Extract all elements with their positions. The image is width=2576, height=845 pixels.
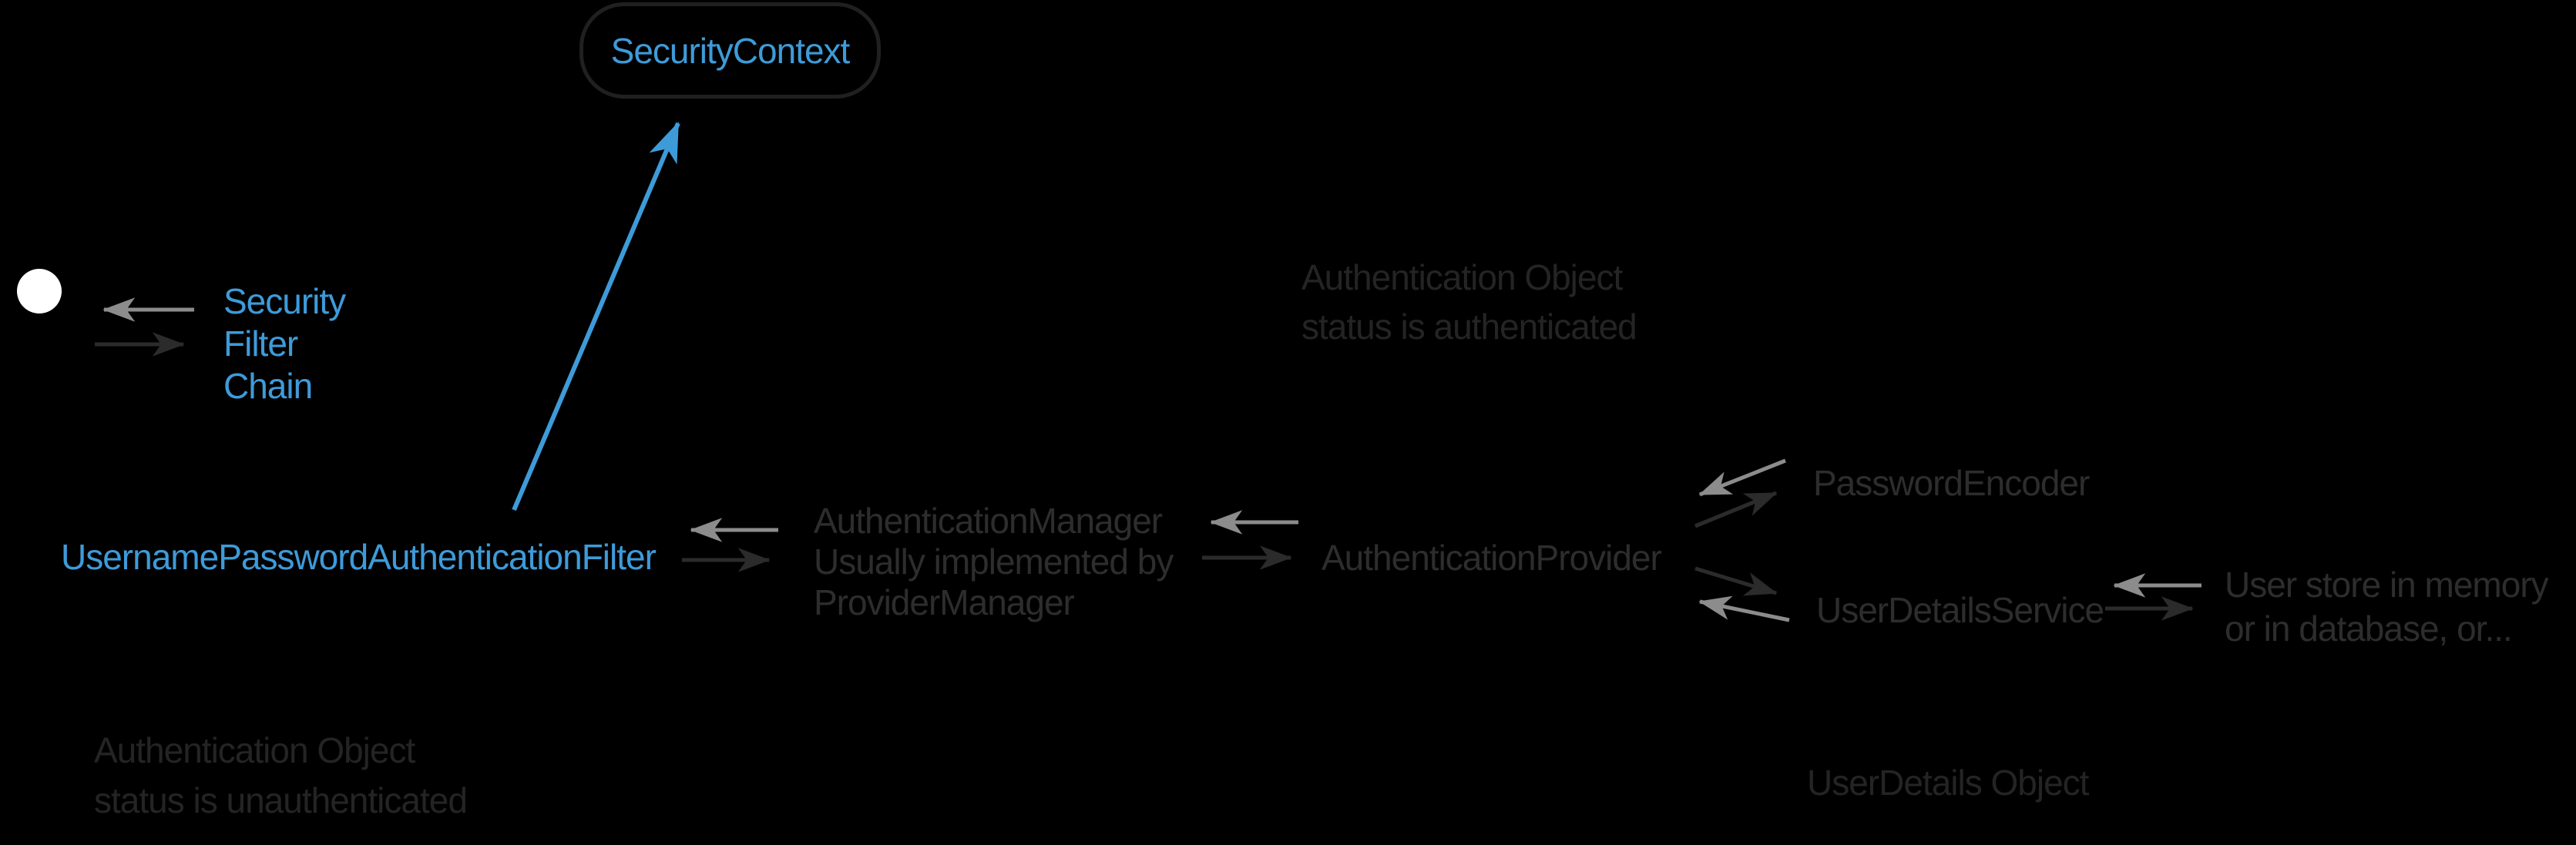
security-filter-chain-line2: Filter: [223, 324, 298, 364]
auth-object-unauthenticated-line2: status is unauthenticated: [94, 780, 468, 820]
authentication-manager-label: AuthenticationManager Usually implemente…: [814, 501, 1174, 623]
authentication-manager-line3: ProviderManager: [814, 582, 1075, 622]
security-filter-chain-line1: Security: [223, 281, 346, 321]
username-password-authentication-filter-label: UsernamePasswordAuthenticationFilter: [61, 537, 657, 577]
auth-object-authenticated-label: Authentication Object status is authenti…: [1301, 253, 1637, 351]
user-details-object-label: UserDetails Object: [1807, 763, 2089, 803]
security-context-label: SecurityContext: [610, 30, 851, 71]
arrow-provider-to-userdetailsservice: [1694, 566, 1778, 596]
password-encoder-label: PasswordEncoder: [1813, 463, 2090, 503]
auth-object-unauthenticated-line1: Authentication Object: [94, 730, 415, 770]
arrow-userdetailsservice-to-provider: [1698, 595, 1790, 622]
arrow-passwordencoder-to-provider: [1698, 458, 1786, 497]
user-details-service-label: UserDetailsService: [1816, 590, 2104, 630]
authentication-manager-line1: AuthenticationManager: [814, 501, 1163, 541]
user-actor-icon: [17, 269, 62, 314]
security-filter-chain-label: Security Filter Chain: [223, 280, 346, 407]
security-filter-chain-line3: Chain: [223, 366, 313, 406]
authentication-manager-line2: Usually implemented by: [814, 542, 1174, 582]
auth-object-authenticated-line1: Authentication Object: [1301, 257, 1623, 297]
arrow-filter-to-securitycontext: [512, 122, 680, 511]
user-store-label: User store in memory or in database, or.…: [2225, 563, 2549, 651]
arrow-provider-to-passwordencoder: [1694, 491, 1778, 528]
auth-object-authenticated-line2: status is authenticated: [1301, 307, 1637, 347]
auth-object-unauthenticated-label: Authentication Object status is unauthen…: [94, 726, 468, 826]
user-store-line2: or in database, or...: [2225, 609, 2513, 649]
security-context-node: SecurityContext: [579, 2, 881, 99]
user-store-line1: User store in memory: [2225, 565, 2549, 605]
authentication-provider-label: AuthenticationProvider: [1322, 538, 1662, 578]
